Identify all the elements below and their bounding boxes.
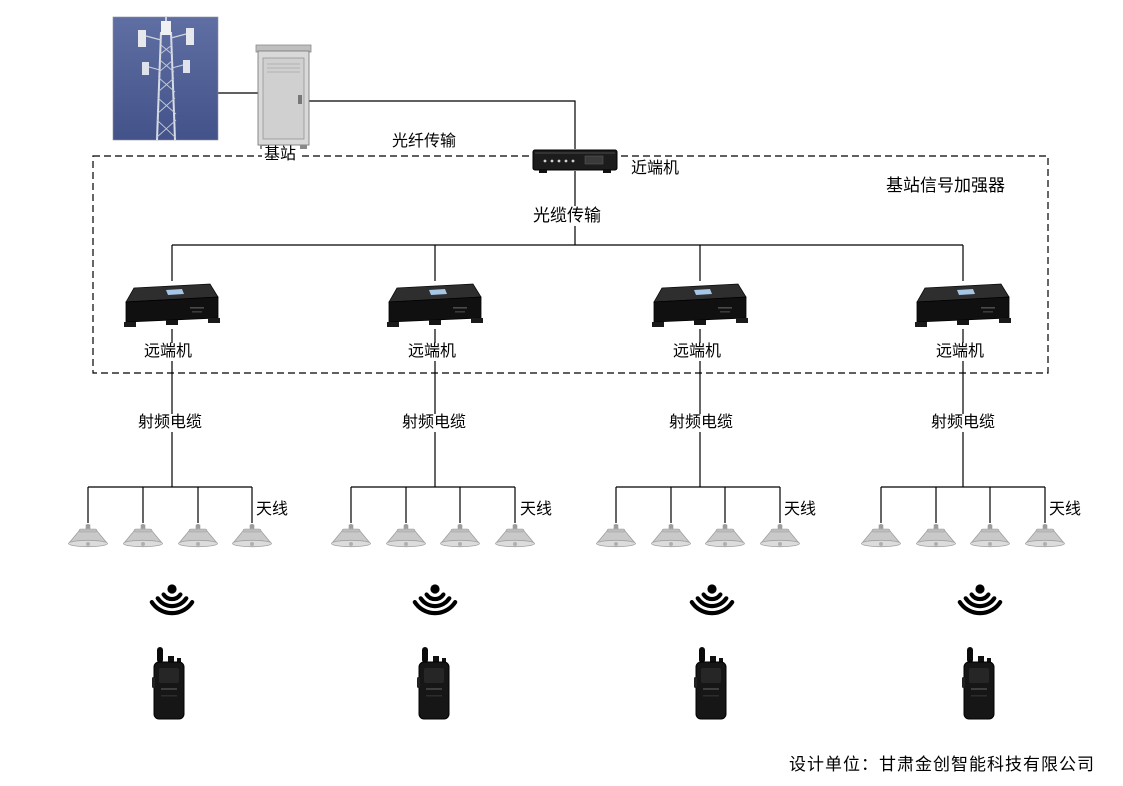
cell-tower-photo (112, 16, 219, 141)
remote-unit-label: 远端机 (405, 343, 459, 362)
ceiling-antenna-icon (916, 524, 956, 548)
remote-unit-label: 远端机 (933, 343, 987, 362)
ceiling-antenna-icon (386, 524, 426, 548)
antenna-label: 天线 (254, 501, 291, 520)
ceiling-antenna-icon (123, 524, 163, 548)
signal-waves-icon (692, 584, 732, 613)
remote-unit-device (123, 283, 221, 328)
remote-unit-device (386, 283, 484, 328)
ceiling-antenna-icon (651, 524, 691, 548)
antenna-label: 天线 (1047, 501, 1084, 520)
ceiling-antenna-icon (68, 524, 108, 548)
ceiling-antenna-icon (331, 524, 371, 548)
signal-waves-icon (415, 584, 455, 613)
signal-waves-icon (152, 584, 192, 613)
ceiling-antenna-icon (495, 524, 535, 548)
outdoor-cabinet (255, 44, 312, 149)
near-end-unit-label: 近端机 (629, 160, 682, 179)
remote-unit-device (651, 283, 749, 328)
near-end-unit-device (532, 149, 618, 173)
ceiling-antenna-icon (760, 524, 800, 548)
ceiling-antenna-icon (596, 524, 636, 548)
walkie-talkie-icon (694, 647, 727, 720)
base-station-label: 基站 (262, 146, 299, 165)
rf-cable-label: 射频电缆 (666, 414, 736, 433)
ceiling-antenna-icon (861, 524, 901, 548)
ceiling-antenna-icon (970, 524, 1010, 548)
remote-unit-label: 远端机 (670, 343, 724, 362)
antenna-label: 天线 (782, 501, 819, 520)
ceiling-antenna-icon (178, 524, 218, 548)
ceiling-antenna-icon (440, 524, 480, 548)
fiber-transmission-label: 光纤传输 (389, 133, 459, 152)
walkie-talkie-icon (152, 647, 185, 720)
designer-footer: 设计单位：甘肃金创智能科技有限公司 (789, 755, 1095, 774)
ceiling-antenna-icon (1025, 524, 1065, 548)
rf-cable-label: 射频电缆 (399, 414, 469, 433)
signal-amplifier-title: 基站信号加强器 (884, 176, 1007, 196)
rf-cable-label: 射频电缆 (135, 414, 205, 433)
optical-cable-label: 光缆传输 (531, 206, 603, 226)
walkie-talkie-icon (962, 647, 995, 720)
signal-waves-icon (960, 584, 1000, 613)
remote-unit-label: 远端机 (141, 343, 195, 362)
ceiling-antenna-icon (705, 524, 745, 548)
ceiling-antenna-icon (232, 524, 272, 548)
connector-lines (87, 92, 1046, 523)
rf-cable-label: 射频电缆 (928, 414, 998, 433)
walkie-talkie-icon (417, 647, 450, 720)
antenna-label: 天线 (518, 501, 555, 520)
remote-unit-device (914, 283, 1012, 328)
